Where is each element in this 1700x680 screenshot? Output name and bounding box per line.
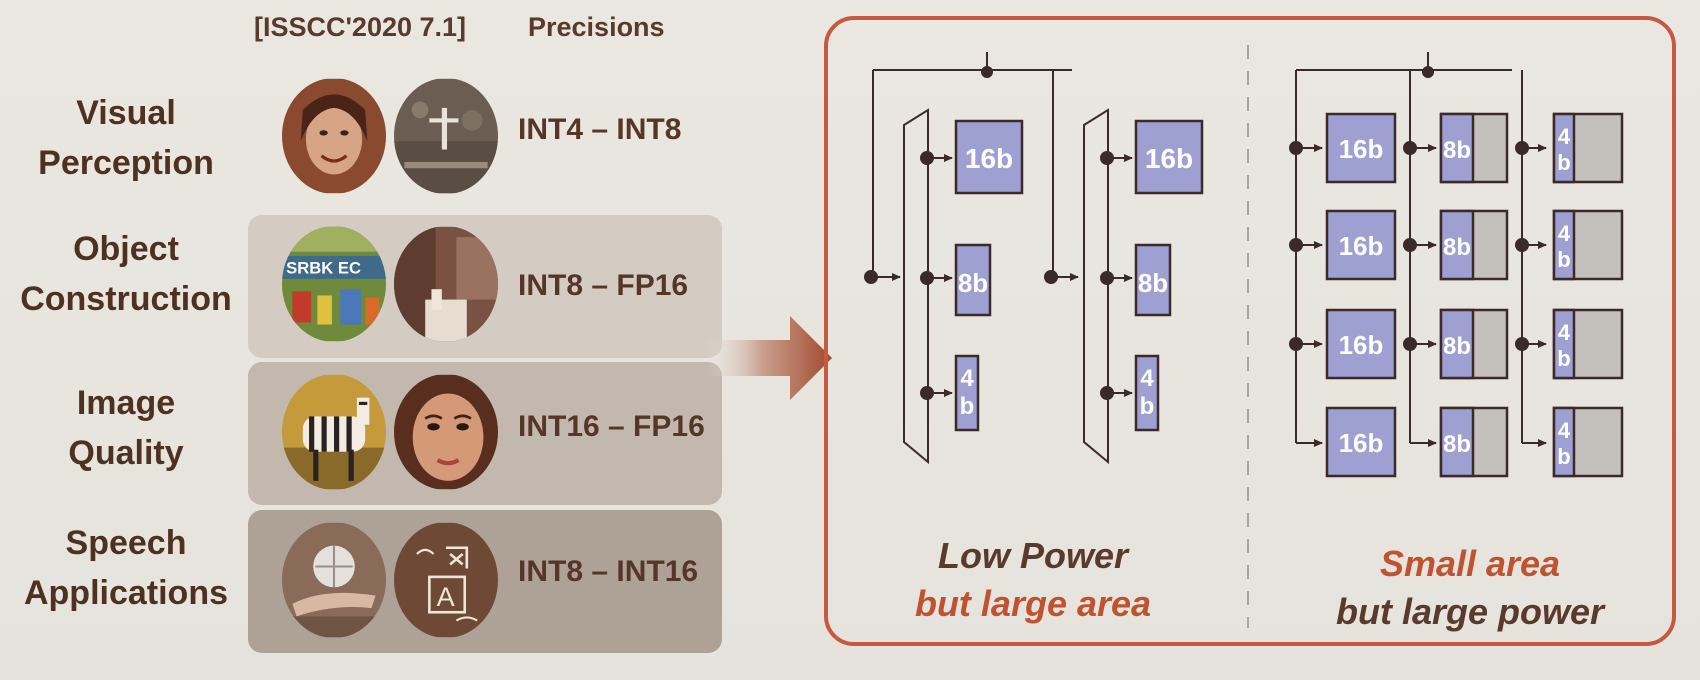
block-16b xyxy=(1134,119,1204,195)
block-8b-frame xyxy=(1439,308,1509,380)
category-line: Image xyxy=(76,384,176,422)
precisions-header: Precisions xyxy=(528,12,665,42)
block-16b-label: 16b xyxy=(1339,134,1384,164)
block-16b xyxy=(1325,308,1397,380)
translation-symbol-image: A xyxy=(394,522,498,638)
globe-hand-image xyxy=(282,522,386,638)
precision-speech-applications: INT8 – INT16 xyxy=(518,555,699,588)
svg-text:SRBK EC: SRBK EC xyxy=(286,259,361,278)
portrait-image xyxy=(394,374,498,490)
block-4b-label: 4 xyxy=(960,365,974,392)
category-line: Speech xyxy=(65,524,187,562)
block-4b-label: 4 xyxy=(1558,320,1571,345)
block-4b-label: b xyxy=(1557,150,1570,175)
block-8b-frame xyxy=(1439,209,1509,281)
block-8b-label: 8b xyxy=(1443,234,1471,261)
category-line: Construction xyxy=(20,280,232,318)
category-line: Perception xyxy=(38,144,214,182)
label-line: but large area xyxy=(914,583,1152,624)
label-line: but large power xyxy=(1335,591,1605,632)
label-line: Low Power xyxy=(937,535,1129,576)
block-16b-label: 16b xyxy=(1339,231,1384,261)
reference-header: [ISSCC'2020 7.1] xyxy=(254,12,467,42)
block-4b-label: 4 xyxy=(1140,365,1154,392)
category-line: Visual xyxy=(76,94,176,132)
small-area-label: Small area but large power xyxy=(1290,540,1650,636)
block-16b-label: 16b xyxy=(1145,143,1193,174)
block-8b-label: 8b xyxy=(1443,333,1471,360)
category-speech-applications: Speech Applications xyxy=(0,518,252,618)
block-4b-label: 4 xyxy=(1558,418,1571,443)
category-line: Object xyxy=(73,230,179,268)
block-8b-frame xyxy=(1439,112,1509,184)
block-8b-label: 8b xyxy=(1443,431,1471,458)
block-4b-label: b xyxy=(1557,247,1570,272)
block-8b-label: 8b xyxy=(1443,137,1471,164)
category-visual-perception: Visual Perception xyxy=(0,88,252,188)
category-image-quality: Image Quality xyxy=(0,378,252,478)
block-16b xyxy=(954,119,1024,195)
block-4b-frame xyxy=(1552,406,1624,478)
block-8b xyxy=(954,243,992,317)
block-8b-frame xyxy=(1439,406,1509,478)
label-line: Small area xyxy=(1379,543,1561,584)
block-4b-label: b xyxy=(1140,393,1155,420)
block-8b-label: 8b xyxy=(958,268,988,298)
zebra-image xyxy=(282,374,386,490)
street-scene-image xyxy=(394,78,498,194)
block-4b-frame xyxy=(1552,209,1624,281)
precision-object-construction: INT8 – FP16 xyxy=(518,269,689,302)
low-power-label: Low Power but large area xyxy=(868,532,1198,628)
category-line: Quality xyxy=(68,434,184,472)
block-16b-label: 16b xyxy=(1339,428,1384,458)
svg-text:A: A xyxy=(437,582,455,612)
precision-image-quality: INT16 – FP16 xyxy=(518,410,705,443)
transition-arrow xyxy=(705,316,832,400)
block-16b-label: 16b xyxy=(965,143,1013,174)
colorful-street-image: SRBK EC xyxy=(282,226,386,342)
block-4b-label: b xyxy=(1557,346,1570,371)
indoor-scene-image xyxy=(394,226,498,342)
block-16b xyxy=(1325,209,1397,281)
block-8b-label: 8b xyxy=(1138,268,1168,298)
block-4b-label: b xyxy=(960,393,975,420)
block-4b-label: 4 xyxy=(1558,124,1571,149)
block-16b xyxy=(1325,112,1397,184)
category-object-construction: Object Construction xyxy=(0,224,252,324)
block-16b xyxy=(1325,406,1397,478)
block-4b xyxy=(1134,354,1160,432)
block-4b-label: 4 xyxy=(1558,221,1571,246)
block-4b xyxy=(954,354,980,432)
block-8b xyxy=(1134,243,1172,317)
block-4b-frame xyxy=(1552,112,1624,184)
precision-visual-perception: INT4 – INT8 xyxy=(518,113,682,146)
face-image xyxy=(282,78,386,194)
block-16b-label: 16b xyxy=(1339,330,1384,360)
block-4b-frame xyxy=(1552,308,1624,380)
category-line: Applications xyxy=(23,574,229,612)
block-4b-label: b xyxy=(1557,444,1570,469)
